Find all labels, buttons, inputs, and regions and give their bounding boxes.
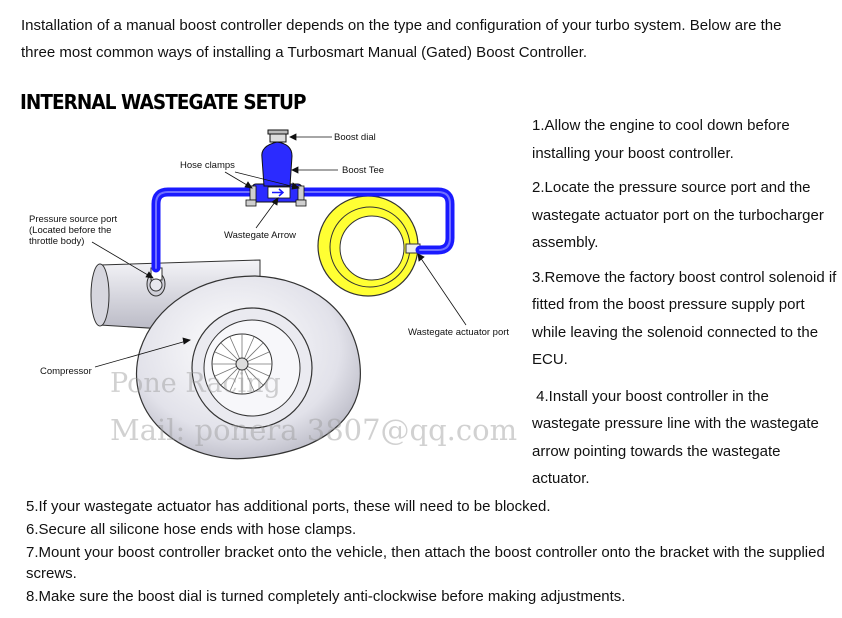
intro-text: Installation of a manual boost controlle…: [21, 12, 821, 66]
label-pressure-source-1: Pressure source port: [29, 214, 118, 225]
label-boost-dial: Boost dial: [334, 132, 376, 143]
label-hose-clamps: Hose clamps: [180, 160, 235, 171]
step-6: 6.Secure all silicone hose ends with hos…: [26, 521, 357, 538]
label-pressure-source-2: (Located before the: [29, 225, 111, 236]
label-wastegate-actuator-port: Wastegate actuator port: [408, 327, 509, 338]
step-7: 7.Mount your boost controller bracket on…: [26, 544, 825, 582]
label-boost-tee: Boost Tee: [342, 165, 384, 176]
wastegate-actuator: [317, 195, 421, 297]
label-compressor: Compressor: [40, 366, 92, 377]
step-2: 2.Locate the pressure source port and th…: [532, 179, 824, 251]
step-8: 8.Make sure the boost dial is turned com…: [26, 588, 626, 605]
hose-clamps: [245, 185, 307, 207]
watermark-line-2: Mail: ponera 3807@qq.com: [110, 413, 517, 447]
step-5: 5.If your wastegate actuator has additio…: [26, 498, 551, 515]
compressor-housing: [135, 275, 361, 460]
label-wastegate-arrow: Wastegate Arrow: [224, 230, 296, 241]
step-3: 3.Remove the factory boost control solen…: [532, 268, 837, 369]
boost-hose: [151, 187, 455, 273]
step-1: 1.Allow the engine to cool down before i…: [532, 117, 790, 162]
boost-controller: [251, 129, 303, 203]
wastegate-diagram: Boost dial Boost Tee Hose clamps Wastega…: [29, 129, 517, 460]
intro-line-2: three most common ways of installing a T…: [21, 44, 588, 61]
steps-bottom-list: 5.If your wastegate actuator has additio…: [26, 496, 836, 609]
steps-right-column: 1.Allow the engine to cool down before i…: [532, 112, 837, 500]
label-pressure-source-3: throttle body): [29, 236, 84, 247]
watermark-line-1: Pone Racing: [110, 368, 281, 399]
step-4: 4.Install your boost controller in the w…: [532, 387, 824, 488]
intro-line-1: Installation of a manual boost controlle…: [21, 17, 782, 34]
section-heading: INTERNAL WASTEGATE SETUP: [20, 90, 306, 114]
leader-lines: [91, 133, 467, 368]
